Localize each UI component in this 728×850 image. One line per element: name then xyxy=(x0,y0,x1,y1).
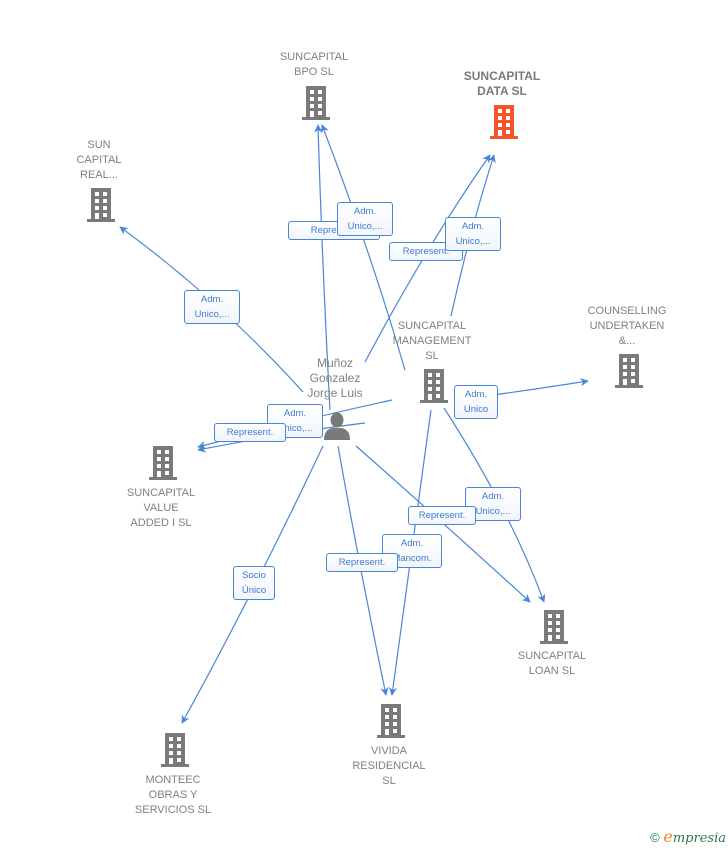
person-icon[interactable] xyxy=(322,411,352,446)
building-icon[interactable] xyxy=(86,187,116,228)
node-label-real[interactable]: SUN CAPITAL REAL... xyxy=(76,139,122,181)
edge-label-management-to-data[interactable]: Adm. Unico,... xyxy=(445,217,501,251)
edge-label-management-to-counselling[interactable]: Adm. Unico xyxy=(454,385,498,419)
node-label-data[interactable]: SUNCAPITAL DATA SL xyxy=(463,69,541,98)
node-label-monteec[interactable]: MONTEEC OBRAS Y SERVICIOS SL xyxy=(134,774,212,816)
node-label-management[interactable]: SUNCAPITAL MANAGEMENT SL xyxy=(392,320,472,362)
edge-label-person-to-value[interactable]: Represent. xyxy=(214,423,286,442)
node-label-loan[interactable]: SUNCAPITAL LOAN SL xyxy=(517,650,587,677)
edge-label-person-to-data[interactable]: Represent. xyxy=(389,242,463,261)
building-icon[interactable] xyxy=(614,353,644,394)
edge-label-person-to-loan[interactable]: Represent. xyxy=(408,506,476,525)
edge-person-to-bpo xyxy=(314,124,331,411)
node-label-vivida[interactable]: VIVIDA RESIDENCIAL SL xyxy=(352,745,426,787)
building-icon[interactable] xyxy=(489,104,519,145)
edge-management-to-bpo xyxy=(320,124,406,371)
footer-brand: © empresia xyxy=(650,827,726,846)
building-icon[interactable] xyxy=(539,609,569,650)
edge-label-person-to-real[interactable]: Adm. Unico,... xyxy=(184,290,240,324)
node-label-value[interactable]: SUNCAPITAL VALUE ADDED I SL xyxy=(126,487,196,529)
building-icon[interactable] xyxy=(419,368,449,409)
edge-label-person-to-monteec[interactable]: Socio Único xyxy=(233,566,275,600)
building-icon[interactable] xyxy=(160,732,190,773)
node-label-counselling[interactable]: COUNSELLING UNDERTAKEN &... xyxy=(587,305,667,347)
empresia-logo[interactable]: empresia xyxy=(663,827,726,846)
building-icon[interactable] xyxy=(376,703,406,744)
copyright-symbol: © xyxy=(650,830,660,845)
building-icon[interactable] xyxy=(148,445,178,486)
node-label-person[interactable]: Muñoz Gonzalez Jorge Luis xyxy=(307,356,363,400)
edge-label-person-to-vivida[interactable]: Represent. xyxy=(326,553,398,572)
edge-label-management-to-bpo[interactable]: Adm. Unico,... xyxy=(337,202,393,236)
node-label-bpo[interactable]: SUNCAPITAL BPO SL xyxy=(279,51,349,78)
building-icon[interactable] xyxy=(301,85,331,126)
